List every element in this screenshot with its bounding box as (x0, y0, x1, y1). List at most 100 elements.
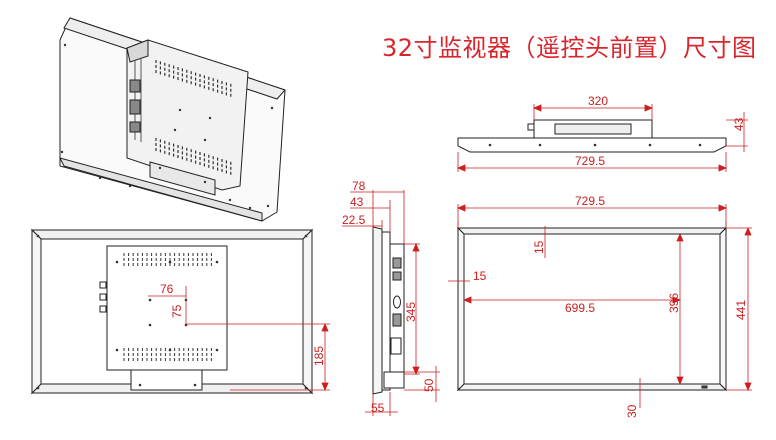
dim-front-bezel-bottom: 30 (625, 404, 639, 418)
arrow (718, 164, 728, 172)
iso-plate-side (126, 39, 149, 63)
dim-front-overall-height: 441 (734, 299, 748, 320)
arrow (456, 204, 466, 212)
screw-hole (36, 386, 40, 390)
screw-hole (138, 383, 142, 387)
dim-front-bezel-side: 15 (473, 269, 487, 283)
arrow (412, 366, 420, 376)
screw-hole (173, 128, 177, 132)
screw-hole (60, 150, 64, 154)
screw-hole (36, 234, 40, 238)
iso-screw-holes (60, 43, 274, 210)
back-bevel-left (31, 228, 42, 395)
screw-hole (593, 143, 597, 147)
arrow (412, 242, 420, 252)
screw-hole (193, 383, 197, 387)
front-bevel-bottom (456, 383, 728, 391)
screw-hole (115, 348, 119, 352)
iso-port-c (129, 121, 141, 133)
arrow (644, 104, 654, 112)
arrow (676, 376, 684, 386)
arrow (744, 382, 752, 392)
side-bottom-bracket (383, 371, 405, 389)
screw-hole (168, 348, 172, 352)
iso-port-b (129, 99, 141, 115)
top-bracket-slot (554, 123, 632, 135)
dim-front-screen-height: 396 (667, 292, 681, 313)
iso-port-a (129, 79, 141, 93)
dim-top-overall-width: 729.5 (575, 154, 606, 168)
screw-hole (304, 386, 308, 390)
arrow (532, 104, 542, 112)
screw-hole (158, 166, 162, 170)
side-panel-body (381, 231, 391, 391)
back-vent-slots (123, 253, 212, 361)
screw-hole (270, 106, 274, 110)
arrow (718, 204, 728, 212)
dim-side-bottom-height: 50 (422, 378, 436, 392)
dim-top-bracket-width: 320 (588, 94, 609, 108)
arrow (744, 226, 752, 236)
screw-hole (266, 204, 270, 208)
back-bevel-top (30, 229, 314, 240)
side-port-2 (392, 271, 402, 281)
screw-hole (148, 298, 152, 302)
dim-front-bezel-top: 15 (532, 240, 546, 254)
dim-side-depth-overall: 78 (352, 179, 366, 193)
side-port-4 (390, 337, 402, 355)
dim-top-depth: 43 (732, 117, 746, 131)
front-ir-sensor (701, 385, 708, 389)
dim-back-mount-bottom: 185 (312, 345, 326, 366)
screw-hole (208, 116, 212, 120)
top-bracket-tab (527, 123, 535, 131)
front-dimension-lines (448, 204, 752, 408)
screw-hole (203, 180, 207, 184)
back-side-port-3 (99, 305, 107, 313)
isometric-back-view (59, 17, 286, 222)
back-bottom-bracket (130, 369, 203, 391)
screw-hole (215, 260, 219, 264)
top-plan-view (457, 119, 727, 153)
dim-back-mount-v: 75 (170, 304, 184, 318)
arrow (321, 322, 329, 332)
arrow (672, 296, 682, 304)
back-side-port-2 (99, 293, 107, 301)
screw-hole (488, 143, 492, 147)
iso-panel-bottom-edge (59, 157, 263, 222)
front-elevation-view (456, 226, 728, 392)
side-port-1 (392, 257, 402, 269)
side-port-3 (392, 313, 402, 327)
back-bevel-right (302, 228, 313, 395)
screw-hole (538, 143, 542, 147)
top-panel-body (457, 137, 727, 153)
screw-hole (148, 323, 152, 327)
back-mount-plate (106, 245, 228, 371)
arrow (321, 382, 329, 392)
back-elevation-view (30, 228, 314, 395)
screw-hole (648, 143, 652, 147)
screw-hole (115, 260, 119, 264)
side-elevation-view (372, 226, 405, 395)
dim-side-bottom-depth: 55 (371, 401, 385, 415)
top-screw-holes (488, 143, 702, 147)
screw-hole (215, 348, 219, 352)
arrow (676, 232, 684, 242)
screw-hole (203, 138, 207, 142)
side-connector-round (393, 295, 401, 309)
iso-bottom-bracket (149, 161, 216, 196)
front-bevel-right (719, 226, 727, 392)
screw-hole (168, 260, 172, 264)
screw-hole (98, 176, 102, 180)
screw-hole (304, 234, 308, 238)
front-bevel-top (456, 227, 728, 235)
dim-side-depth-mid: 43 (350, 195, 364, 209)
side-dimension-lines (342, 190, 440, 416)
screw-hole (228, 198, 232, 202)
screw-hole (128, 184, 132, 188)
back-dimension-lines (148, 286, 330, 392)
drawing-title: 32寸监视器（遥控头前置）尺寸图 (382, 34, 757, 62)
dim-front-screen-width: 699.5 (565, 301, 596, 315)
iso-vent-slots (155, 60, 232, 175)
dim-side-depth-front: 22.5 (342, 213, 366, 227)
